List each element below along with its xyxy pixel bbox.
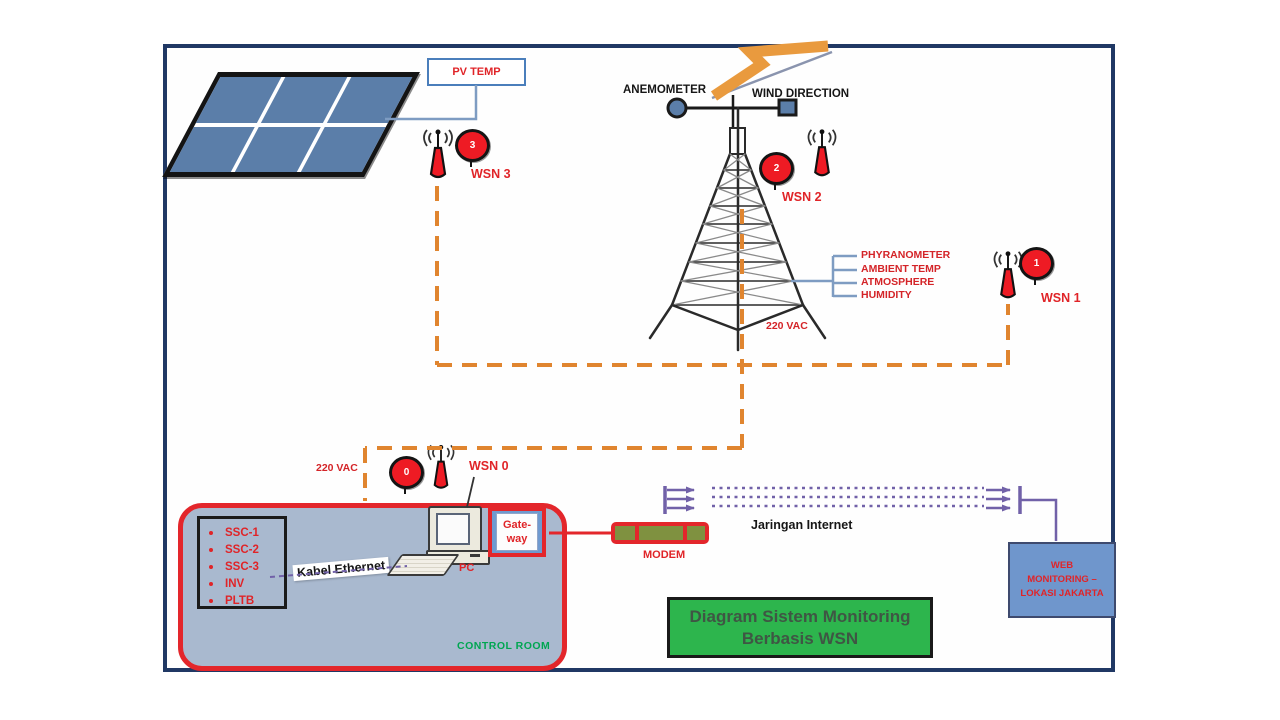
diagram-title-box: Diagram Sistem Monitoring Berbasis WSN xyxy=(667,597,933,658)
bullet-icon xyxy=(209,530,213,535)
web-monitoring-line3: LOKASI JAKARTA xyxy=(1020,587,1104,599)
web-monitoring-box: WEB MONITORING – LOKASI JAKARTA xyxy=(1008,542,1116,618)
equipment-label: SSC-2 xyxy=(225,543,259,556)
wsn1-number-badge: 1 xyxy=(1019,247,1054,285)
bullet-icon xyxy=(209,547,213,552)
equipment-label: PLTB xyxy=(225,594,255,607)
pv-temp-box: PV TEMP xyxy=(427,58,526,86)
sensor-label-ambient-temp: AMBIENT TEMP xyxy=(861,263,941,275)
equipment-item: SSC-3 xyxy=(209,558,284,575)
diagram-title-line2: Berbasis WSN xyxy=(741,628,859,648)
equipment-item: SSC-1 xyxy=(209,524,284,541)
equipment-label: SSC-1 xyxy=(225,526,259,539)
pc-label: PC xyxy=(459,562,475,574)
pc-drive-slot-icon xyxy=(470,554,480,557)
equipment-label: INV xyxy=(225,577,245,590)
gateway-label-line2: way xyxy=(506,533,528,545)
tower-220vac-label: 220 VAC xyxy=(766,320,808,332)
equipment-item: SSC-2 xyxy=(209,541,284,558)
wsn0-number-badge: 0 xyxy=(389,456,424,494)
wsn1-label: WSN 1 xyxy=(1041,291,1081,305)
equipment-item: INV xyxy=(209,575,284,592)
modem-box xyxy=(611,522,709,544)
equipment-item: PLTB xyxy=(209,592,284,609)
gateway-label-line1: Gate- xyxy=(502,518,532,531)
wsn2-label: WSN 2 xyxy=(782,190,822,204)
sensor-label-humidity: HUMIDITY xyxy=(861,289,912,301)
wsn0-label: WSN 0 xyxy=(469,459,509,473)
modem-segment xyxy=(639,526,683,540)
equipment-label: SSC-3 xyxy=(225,560,259,573)
equipment-list-box: SSC-1 SSC-2 SSC-3 INV PLTB xyxy=(197,516,287,609)
wsn0-antenna-icon xyxy=(427,444,455,489)
sensor-label-phyranometer: PHYRANOMETER xyxy=(861,249,951,261)
web-monitoring-line2: MONITORING – xyxy=(1027,574,1097,586)
gateway-inner-box: Gate- way xyxy=(496,513,538,551)
room-220vac-label: 220 VAC xyxy=(316,462,358,474)
modem-label: MODEM xyxy=(643,549,686,561)
jaringan-internet-label: Jaringan Internet xyxy=(751,518,853,532)
wsn1-number: 1 xyxy=(1033,258,1040,269)
modem-segment xyxy=(687,526,705,540)
bullet-icon xyxy=(209,564,213,569)
wsn3-label: WSN 3 xyxy=(471,167,511,181)
anemometer-label: ANEMOMETER xyxy=(623,84,707,96)
bullet-icon xyxy=(209,581,213,586)
diagram-title-line1: Diagram Sistem Monitoring xyxy=(689,607,911,627)
pv-temp-label: PV TEMP xyxy=(452,66,501,78)
wsn3-number-badge: 3 xyxy=(455,129,490,167)
wsn2-number-badge: 2 xyxy=(759,152,794,190)
modem-segment xyxy=(615,526,635,540)
wsn2-number: 2 xyxy=(773,163,780,174)
sensor-label-atmosphere: ATMOSPHERE xyxy=(861,276,935,288)
wsn3-number: 3 xyxy=(469,140,476,151)
wind-direction-label: WIND DIRECTION xyxy=(752,88,850,100)
control-room-label: CONTROL ROOM xyxy=(457,640,551,652)
bullet-icon xyxy=(209,598,213,603)
web-monitoring-line1: WEB xyxy=(1050,560,1074,572)
gateway-box: Gate- way xyxy=(488,507,546,557)
pc-screen-icon xyxy=(436,513,470,545)
wsn2-antenna-icon xyxy=(807,129,837,177)
wsn0-number: 0 xyxy=(403,467,410,478)
wsn3-antenna-icon xyxy=(423,129,453,179)
